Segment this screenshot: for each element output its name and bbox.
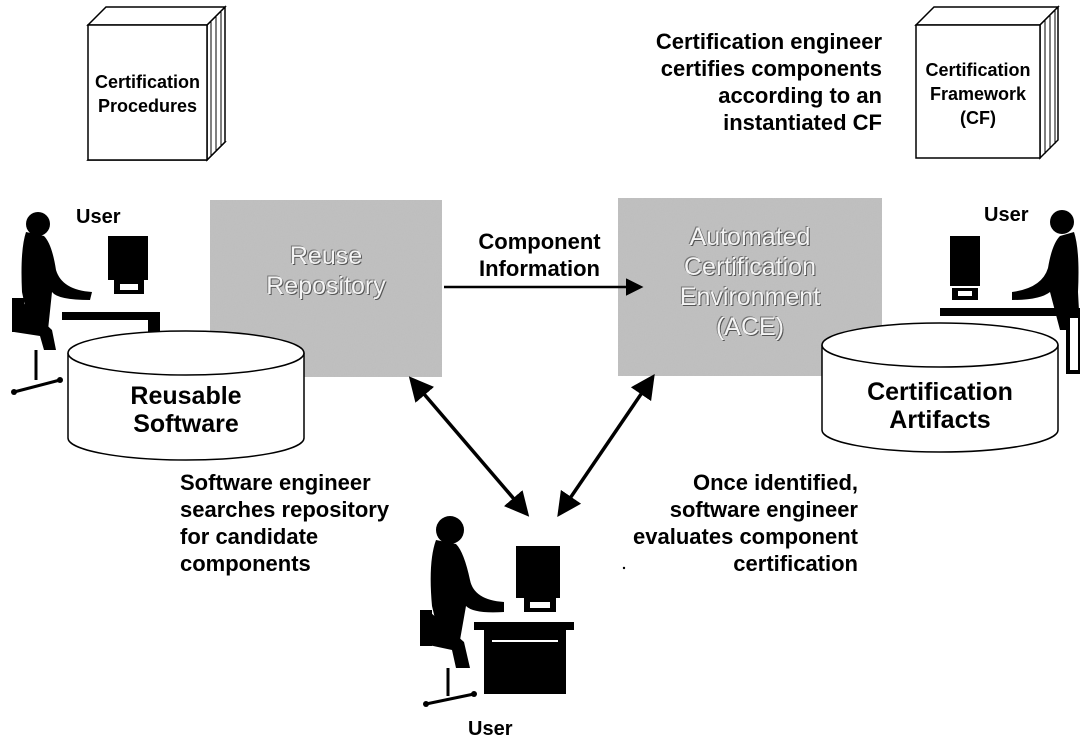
evaluate-arrow — [557, 373, 655, 518]
bottom-user-label: User — [468, 718, 513, 740]
reuse-repository-label: Reuse Repository — [266, 242, 386, 300]
certification-engineer-note: Certification engineer certifies compone… — [655, 29, 882, 135]
bottom-user-figure — [420, 516, 574, 707]
right-user-label: User — [984, 204, 1029, 226]
certification-artifacts-database-icon — [821, 322, 1059, 453]
right-user-figure — [940, 210, 1080, 374]
search-note: Software engineer searches repository fo… — [180, 470, 390, 576]
certification-framework-label: Certification Framework (CF) — [925, 60, 1031, 128]
certification-procedures-label: Certification Procedures — [94, 72, 200, 116]
reusable-software-database-icon — [67, 330, 305, 461]
evaluate-note: Once identified, software engineer evalu… — [633, 470, 858, 576]
procedures-book-icon — [86, 5, 227, 162]
component-information-label: Component Information — [478, 229, 601, 281]
stray-dot — [622, 566, 626, 570]
reusable-software-label: Reusable Software — [130, 382, 242, 438]
certification-artifacts-label: Certification Artifacts — [867, 378, 1013, 434]
framework-book-icon — [914, 5, 1060, 160]
ace-label: Automated Certification Environment (ACE… — [679, 223, 821, 341]
left-user-label: User — [76, 206, 121, 228]
search-arrow — [408, 376, 530, 517]
